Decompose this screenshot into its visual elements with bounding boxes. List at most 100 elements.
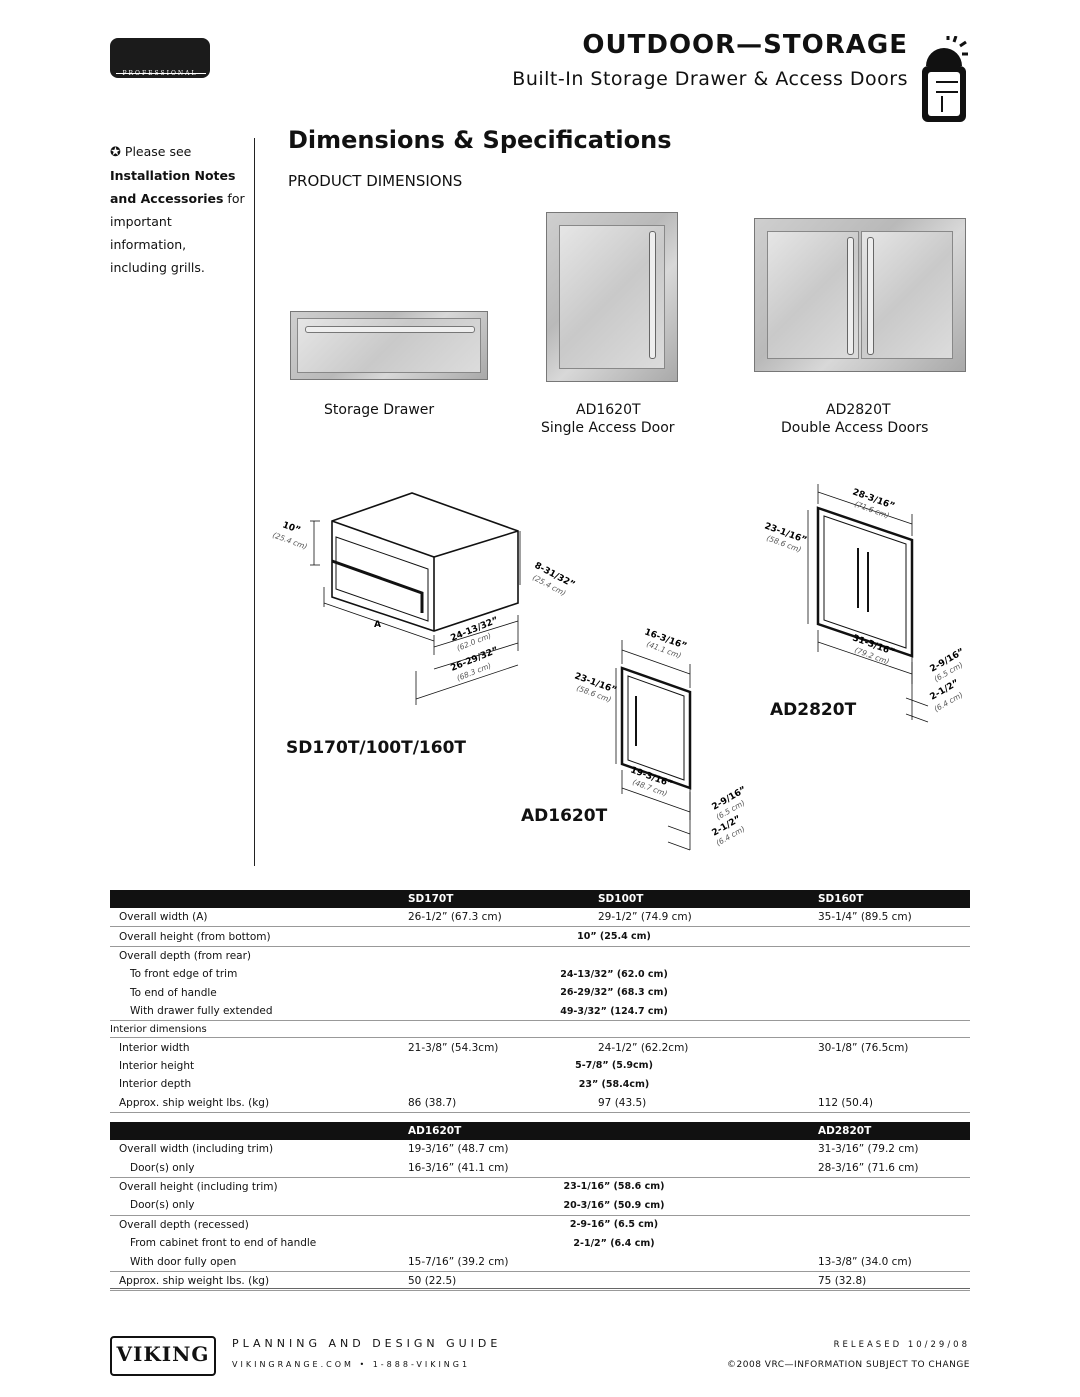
- logo-divider: [116, 73, 206, 74]
- column-header: SD160T: [818, 890, 970, 908]
- drawer-dim-width-label: A: [374, 620, 381, 630]
- table-row: Approx. ship weight lbs. (kg)50 (22.5)75…: [110, 1271, 970, 1292]
- column-header: SD170T: [408, 890, 598, 908]
- row-label: Interior depth: [119, 1078, 192, 1091]
- row-label: Approx. ship weight lbs. (kg): [110, 1093, 408, 1113]
- storage-drawer-spec-table: SD170T SD100T SD160T Overall width (A)26…: [110, 890, 970, 1113]
- single-door-diagram: 16-3/16” (41.1 cm) 23-1/16” (58.6 cm) 19…: [573, 627, 748, 851]
- cell-value: 21-3/8” (54.3cm): [408, 1041, 499, 1054]
- note-line: and Accessories: [110, 191, 224, 206]
- cell-value: 2-1/2” (6.4 cm): [573, 1237, 655, 1249]
- row-label: Overall height (including trim): [119, 1180, 278, 1193]
- cell-value: 97 (43.5): [598, 1093, 818, 1113]
- table-row: Interior height 5-7/8” (5.9cm): [110, 1057, 970, 1075]
- copyright: ©2008 VRC—INFORMATION SUBJECT TO CHANGE: [727, 1360, 970, 1370]
- table-header-row: AD1620T AD2820T: [110, 1122, 970, 1140]
- table-row: Interior dimensions: [110, 1020, 970, 1039]
- diagram-label-double: AD2820T: [770, 700, 857, 720]
- row-label: Overall depth (from rear): [119, 949, 252, 962]
- row-label: To end of handle: [130, 986, 217, 999]
- double-door-diagram: 28-3/16” (71.6 cm) 23-1/16” (58.6 cm) 31…: [763, 484, 966, 723]
- cell-value: 5-7/8” (5.9cm): [575, 1060, 653, 1072]
- row-label: With drawer fully extended: [110, 1001, 408, 1022]
- cell-value: 23” (58.4cm): [578, 1078, 650, 1090]
- table-row: Overall width (including trim) 19-3/16” (…: [110, 1140, 970, 1158]
- cell-value: 20-3/16” (50.9 cm): [408, 1196, 970, 1216]
- viking-logo-text: VIKING: [116, 1342, 210, 1366]
- product-label-drawer: Storage Drawer: [324, 402, 435, 418]
- cell-value: 35-1/4” (89.5 cm): [818, 908, 970, 928]
- cell-value: 86 (38.7): [408, 1093, 598, 1113]
- diagram-label-single: AD1620T: [521, 806, 608, 826]
- table-row: Overall depth (from rear): [110, 946, 970, 965]
- website-phone: VIKINGRANGE.COM • 1-888-VIKING1: [232, 1360, 471, 1369]
- cell-value: 112 (50.4): [818, 1093, 970, 1113]
- cell-value: 29-1/2” (74.9 cm): [598, 908, 818, 928]
- cell-value: 28-3/16” (71.6 cm): [818, 1158, 970, 1178]
- brand-logo: [110, 38, 210, 78]
- table-row: To front edge of trim 24-13/32” (62.0 cm): [110, 965, 970, 983]
- double-access-doors-photo: [754, 218, 966, 372]
- row-label: To front edge of trim: [130, 968, 238, 981]
- row-label: Approx. ship weight lbs. (kg): [110, 1271, 408, 1292]
- note-line: Installation Notes: [110, 168, 236, 183]
- sidebar-divider: [254, 138, 255, 866]
- table-row: Interior depth 23” (58.4cm): [110, 1075, 970, 1093]
- row-label: Interior width: [119, 1041, 190, 1054]
- table-row: Overall height (from bottom)10” (25.4 cm…: [110, 926, 970, 947]
- footer-divider: [110, 1288, 970, 1289]
- cell-value: [598, 1252, 818, 1272]
- cell-value: 16-3/16” (41.1 cm): [408, 1158, 598, 1178]
- product-label-single: AD1620T: [576, 402, 641, 418]
- note-line: Please see: [124, 144, 192, 159]
- cell-value: 19-3/16” (48.7 cm): [408, 1143, 509, 1156]
- cell-value: 30-1/8” (76.5cm): [818, 1041, 909, 1054]
- drawer-dim-height-cm: (25.4 cm): [271, 530, 308, 551]
- section-title: Dimensions & Specifications: [288, 126, 672, 154]
- note-line: including grills.: [110, 260, 205, 275]
- column-header: [598, 1122, 818, 1140]
- cell-value: [598, 1140, 818, 1158]
- storage-drawer-diagram: 10” (25.4 cm) 8-31/32” (25.4 cm) A 24-13…: [271, 492, 576, 705]
- cell-value: 31-3/16” (79.2 cm): [818, 1143, 919, 1156]
- viking-logo: VIKING: [110, 1336, 216, 1376]
- storage-drawer-photo: [290, 311, 488, 380]
- cell-value: 15-7/16” (39.2 cm): [408, 1252, 598, 1272]
- note-line: important: [110, 214, 172, 229]
- row-label: Door(s) only: [110, 1196, 408, 1216]
- release-date: RELEASED 10/29/08: [833, 1340, 970, 1350]
- column-header: AD1620T: [408, 1122, 598, 1140]
- note-line: information,: [110, 237, 187, 252]
- table-row: Interior width 21-3/8” (54.3cm) 24-1/2” (6…: [110, 1038, 970, 1057]
- cell-value: 24-13/32” (62.0 cm): [560, 968, 668, 980]
- product-desc-single: Single Access Door: [541, 420, 675, 436]
- single-access-door-photo: [546, 212, 678, 382]
- table-header-row: SD170T SD100T SD160T: [110, 890, 970, 908]
- header-title: OUTDOOR—STORAGE: [582, 30, 908, 60]
- planning-guide-title: PLANNING AND DESIGN GUIDE: [232, 1337, 502, 1350]
- column-header: AD2820T: [818, 1122, 970, 1140]
- row-label: Interior height: [119, 1059, 195, 1072]
- row-label: Door(s) only: [110, 1158, 408, 1178]
- header-subtitle: Built-In Storage Drawer & Access Doors: [512, 68, 908, 90]
- table-row: Overall height (including trim)23-1/16” …: [110, 1177, 970, 1196]
- column-header: SD100T: [598, 890, 818, 908]
- row-label: Overall height (from bottom): [110, 926, 408, 947]
- cell-value: [598, 1271, 818, 1292]
- cell-value: 26-29/32” (68.3 cm): [560, 987, 668, 999]
- cell-value: 2-9-16” (6.5 cm): [569, 1219, 659, 1231]
- row-label: With door fully open: [110, 1252, 408, 1272]
- cell-value: [408, 946, 970, 965]
- product-label-double: AD2820T: [826, 402, 891, 418]
- row-label: Interior dimensions: [110, 1020, 408, 1039]
- row-label: Overall width (including trim): [119, 1143, 274, 1156]
- cell-value: 10” (25.4 cm): [408, 926, 970, 947]
- star-icon: ✪: [110, 145, 121, 160]
- cell-value: 24-1/2” (62.2cm): [598, 1041, 689, 1054]
- cell-value: 50 (22.5): [408, 1271, 598, 1292]
